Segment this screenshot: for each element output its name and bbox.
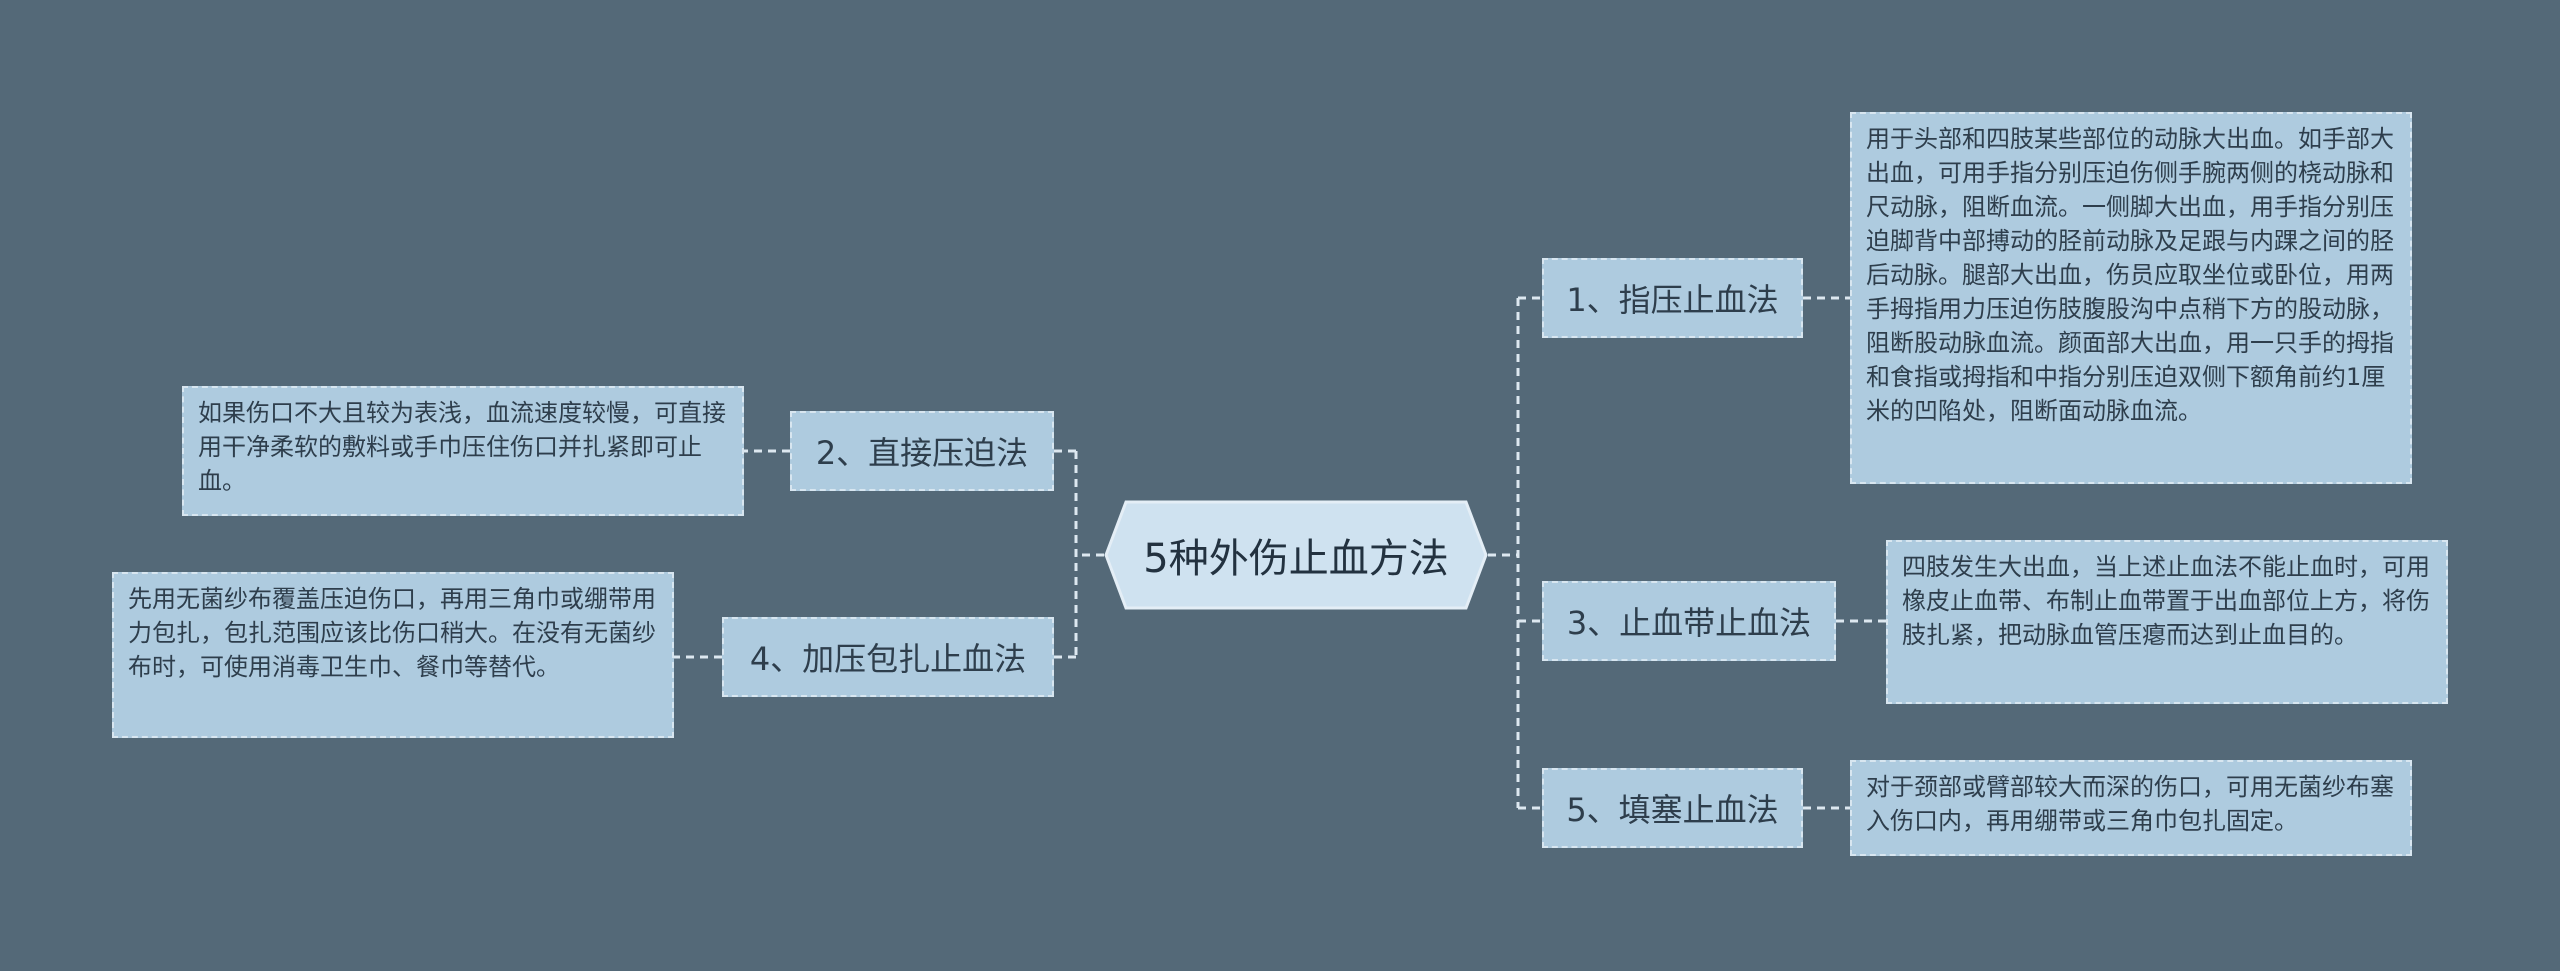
leaf-text: 对于颈部或臂部较大而深的伤口，可用无菌纱布塞入伤口内，再用绷带或三角巾包扎固定。 xyxy=(1866,773,2394,835)
branch-label: 1、指压止血法 xyxy=(1566,281,1779,319)
leaf-tourniquet-detail: 四肢发生大出血，当上述止血法不能止血时，可用橡皮止血带、布制止血带置于出血部位上… xyxy=(1886,540,2448,704)
branch-label: 2、直接压迫法 xyxy=(815,434,1029,472)
branch-label: 4、加压包扎止血法 xyxy=(749,640,1027,678)
branch-pressure-bandage[interactable]: 4、加压包扎止血法 xyxy=(722,617,1054,697)
leaf-pressure-bandage-detail: 先用无菌纱布覆盖压迫伤口，再用三角巾或绷带用力包扎，包扎范围应该比伤口稍大。在没… xyxy=(112,572,674,738)
branch-tourniquet[interactable]: 3、止血带止血法 xyxy=(1542,581,1836,661)
leaf-text: 如果伤口不大且较为表浅，血流速度较慢，可直接用干净柔软的敷料或手巾压住伤口并扎紧… xyxy=(198,399,726,495)
branch-label: 3、止血带止血法 xyxy=(1566,604,1812,642)
leaf-text: 四肢发生大出血，当上述止血法不能止血时，可用橡皮止血带、布制止血带置于出血部位上… xyxy=(1902,553,2430,649)
branch-packing[interactable]: 5、填塞止血法 xyxy=(1542,768,1803,848)
root-hexagon-shape xyxy=(1104,500,1488,610)
root-title: 5种外伤止血方法 xyxy=(1143,536,1449,582)
leaf-text: 先用无菌纱布覆盖压迫伤口，再用三角巾或绷带用力包扎，包扎范围应该比伤口稍大。在没… xyxy=(128,585,656,681)
branch-finger-pressure[interactable]: 1、指压止血法 xyxy=(1542,258,1803,338)
leaf-direct-pressure-detail: 如果伤口不大且较为表浅，血流速度较慢，可直接用干净柔软的敷料或手巾压住伤口并扎紧… xyxy=(182,386,744,516)
branch-label: 5、填塞止血法 xyxy=(1566,791,1779,829)
leaf-finger-pressure-detail: 用于头部和四肢某些部位的动脉大出血。如手部大出血，可用手指分别压迫伤侧手腕两侧的… xyxy=(1850,112,2412,484)
leaf-packing-detail: 对于颈部或臂部较大而深的伤口，可用无菌纱布塞入伤口内，再用绷带或三角巾包扎固定。 xyxy=(1850,760,2412,856)
leaf-text: 用于头部和四肢某些部位的动脉大出血。如手部大出血，可用手指分别压迫伤侧手腕两侧的… xyxy=(1866,125,2394,425)
branch-direct-pressure[interactable]: 2、直接压迫法 xyxy=(790,411,1054,491)
root-topic[interactable]: 5种外伤止血方法 xyxy=(1104,500,1488,610)
